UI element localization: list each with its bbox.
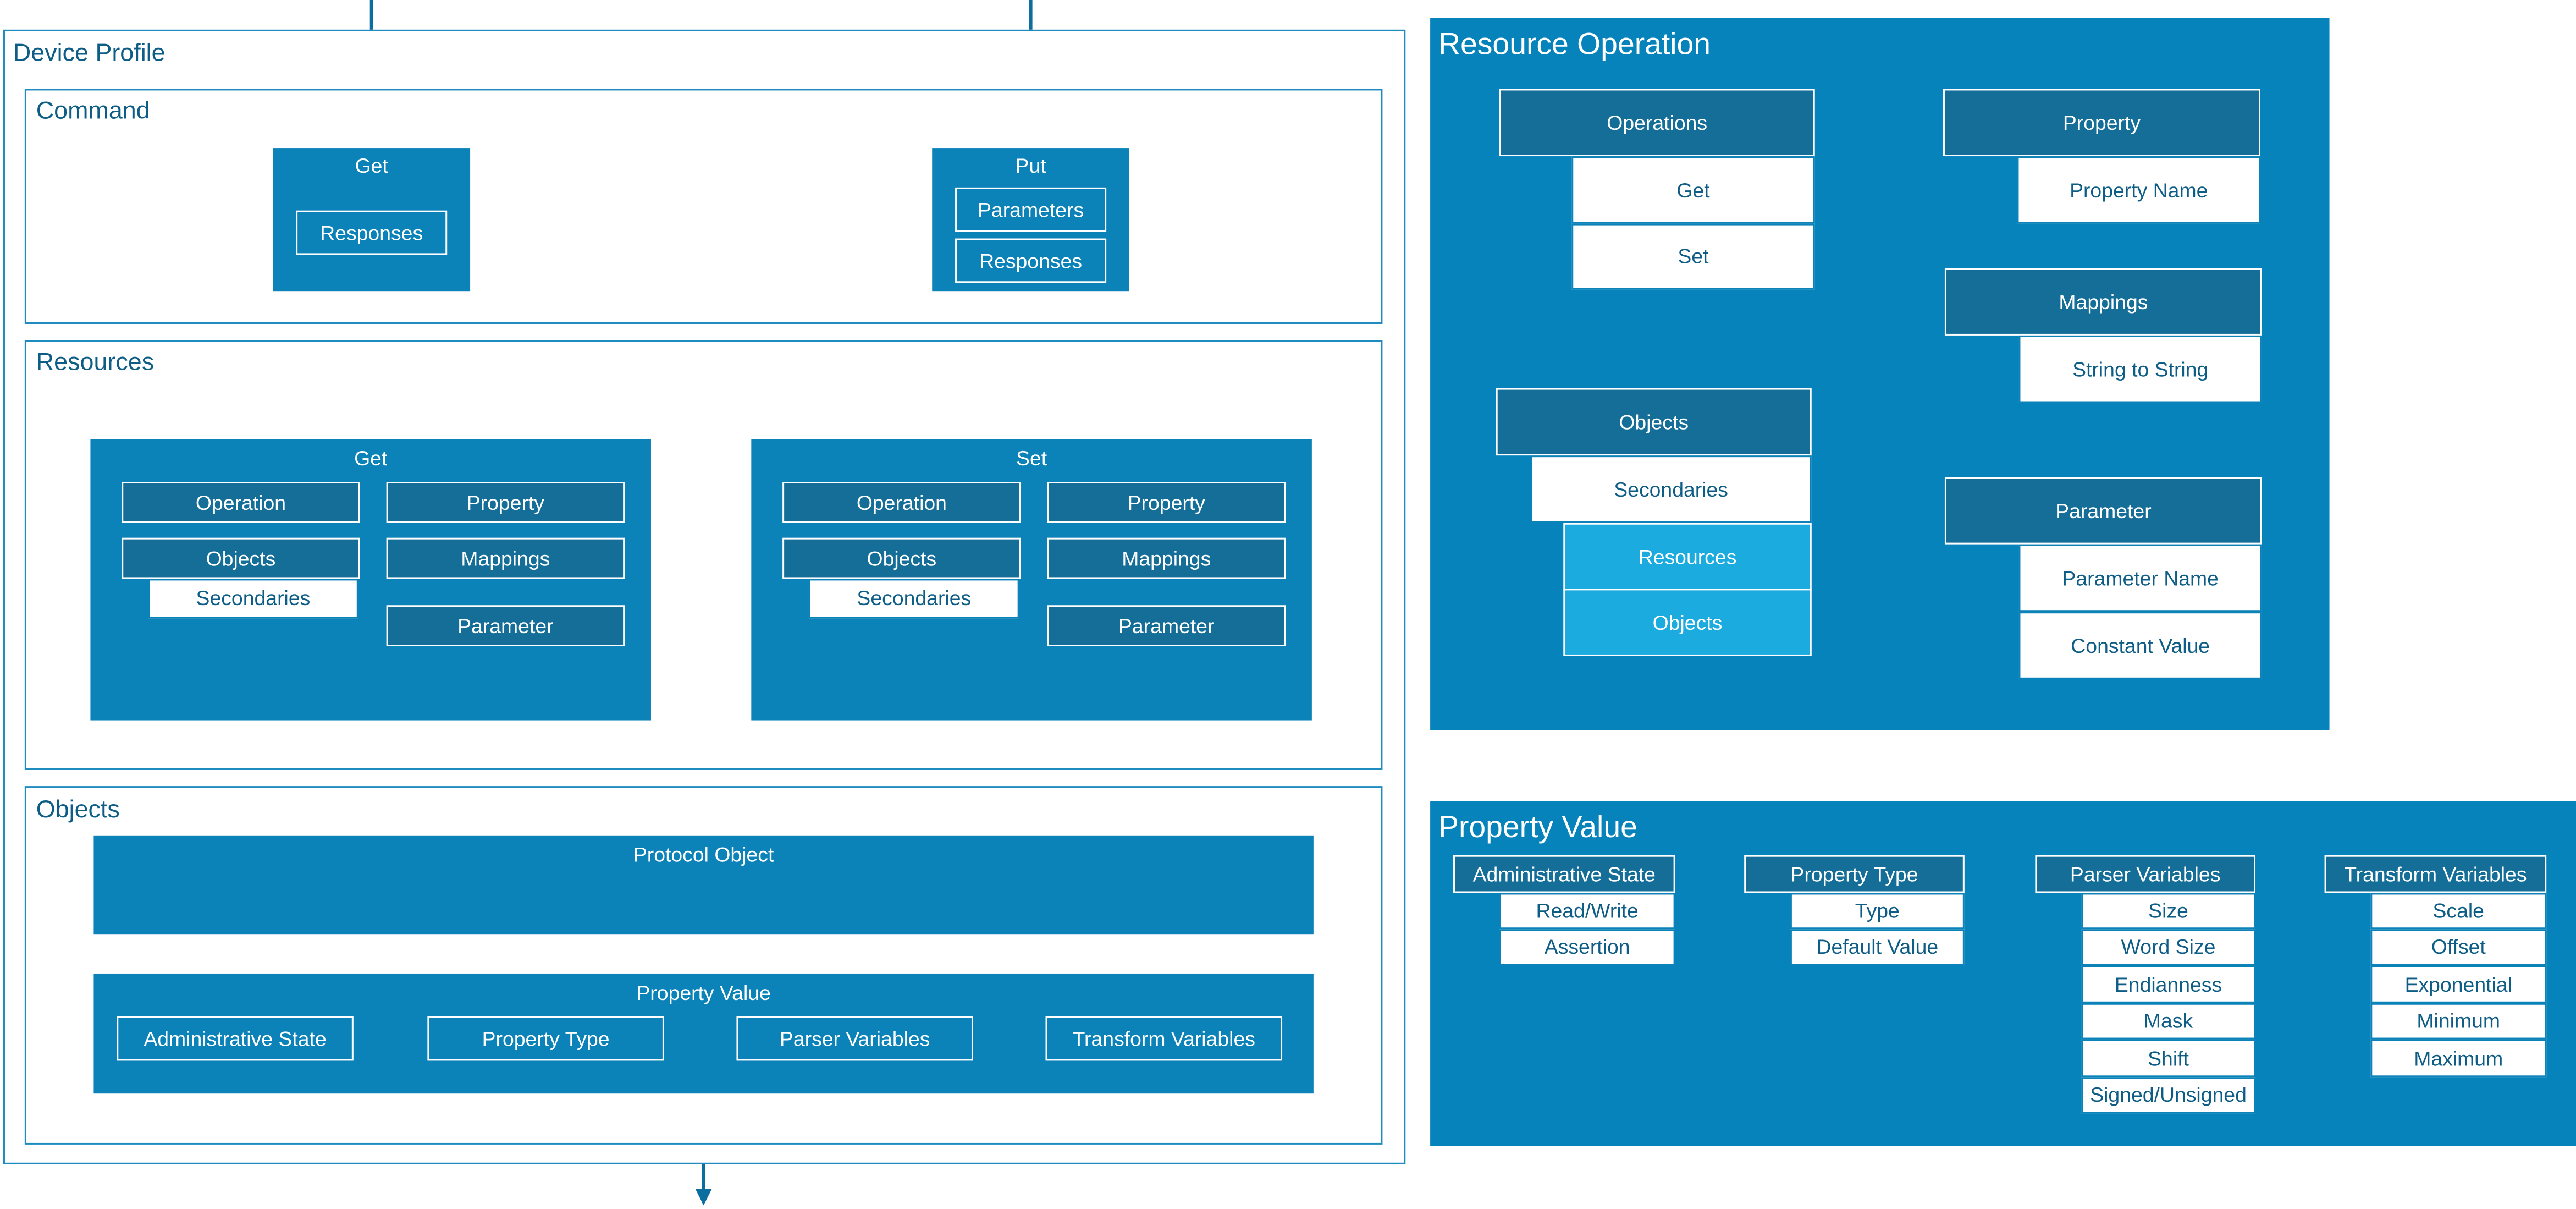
resource-operation-title: Resource Operation	[1438, 26, 1711, 61]
resources-set-objects[interactable]: Objects	[782, 537, 1021, 579]
ro-objects-objects[interactable]: Objects	[1563, 589, 1812, 656]
resources-set-title: Set	[1016, 447, 1047, 471]
rpv-word-size[interactable]: Word Size	[2081, 929, 2256, 966]
resources-set-secondaries[interactable]: Secondaries	[808, 579, 1019, 619]
resources-set-mappings[interactable]: Mappings	[1047, 537, 1286, 579]
rpv-default-value[interactable]: Default Value	[1790, 929, 1965, 966]
command-get-responses[interactable]: Responses	[296, 210, 448, 255]
command-put-parameters[interactable]: Parameters	[955, 187, 1107, 232]
command-title: Command	[36, 97, 150, 125]
command-put-responses[interactable]: Responses	[955, 238, 1107, 283]
property-value-block[interactable]: Property Value Administrative State Prop…	[93, 973, 1314, 1094]
ro-objects-header[interactable]: Objects	[1496, 388, 1812, 456]
ro-parameter-name[interactable]: Parameter Name	[2018, 544, 2262, 612]
resources-set-property[interactable]: Property	[1047, 482, 1286, 523]
resources-get-secondaries[interactable]: Secondaries	[148, 579, 358, 619]
pv-property-type[interactable]: Property Type	[427, 1016, 664, 1061]
rpv-assertion[interactable]: Assertion	[1499, 929, 1675, 966]
protocol-object-block[interactable]: Protocol Object	[93, 835, 1314, 935]
resources-get-mappings[interactable]: Mappings	[386, 537, 625, 579]
property-value-title: Property Value	[636, 981, 771, 1005]
rpv-read-write[interactable]: Read/Write	[1499, 893, 1675, 930]
device-profile-title: Device Profile	[13, 39, 166, 68]
rpv-scale[interactable]: Scale	[2370, 893, 2547, 930]
resources-set-operation[interactable]: Operation	[782, 482, 1021, 523]
rpv-offset[interactable]: Offset	[2370, 929, 2547, 966]
ro-constant-value[interactable]: Constant Value	[2018, 612, 2262, 679]
command-get-title: Get	[355, 155, 388, 178]
command-get-block[interactable]: Get Responses	[273, 148, 471, 292]
resources-get-title: Get	[354, 447, 388, 471]
rpv-maximum[interactable]: Maximum	[2370, 1039, 2547, 1078]
rpv-shift[interactable]: Shift	[2081, 1039, 2256, 1078]
resources-get-block[interactable]: Get Operation Objects Secondaries Proper…	[90, 439, 651, 721]
command-frame	[24, 89, 1383, 324]
resources-set-block[interactable]: Set Operation Objects Secondaries Proper…	[751, 439, 1312, 721]
resources-get-property[interactable]: Property	[386, 482, 625, 523]
rpv-mask[interactable]: Mask	[2081, 1003, 2256, 1040]
ro-mappings-string-to-string[interactable]: String to String	[2018, 335, 2262, 403]
ro-property-header[interactable]: Property	[1943, 89, 2260, 157]
resources-title: Resources	[36, 348, 155, 377]
ro-parameter-header[interactable]: Parameter	[1944, 477, 2262, 545]
rpv-signed-unsigned[interactable]: Signed/Unsigned	[2081, 1077, 2256, 1114]
resources-get-objects[interactable]: Objects	[122, 537, 360, 579]
rpv-size[interactable]: Size	[2081, 893, 2256, 930]
property-value-panel-title: Property Value	[1438, 809, 1637, 844]
rpv-transform-variables-header[interactable]: Transform Variables	[2324, 855, 2547, 893]
resources-get-parameter[interactable]: Parameter	[386, 605, 625, 646]
resources-get-operation[interactable]: Operation	[122, 482, 360, 523]
command-put-title: Put	[1015, 155, 1046, 178]
ro-operations-get[interactable]: Get	[1571, 156, 1815, 224]
command-put-block[interactable]: Put Parameters Responses	[932, 148, 1129, 292]
pv-parser-variables[interactable]: Parser Variables	[736, 1016, 973, 1061]
rpv-administrative-state-header[interactable]: Administrative State	[1453, 855, 1675, 893]
ro-property-name[interactable]: Property Name	[2017, 156, 2260, 224]
pv-administrative-state[interactable]: Administrative State	[117, 1016, 354, 1061]
rpv-type[interactable]: Type	[1790, 893, 1965, 930]
objects-title: Objects	[36, 796, 120, 824]
rpv-property-type-header[interactable]: Property Type	[1744, 855, 1965, 893]
ro-operations-header[interactable]: Operations	[1499, 89, 1815, 157]
rpv-endianness[interactable]: Endianness	[2081, 965, 2256, 1003]
rpv-exponential[interactable]: Exponential	[2370, 965, 2547, 1003]
resources-set-parameter[interactable]: Parameter	[1047, 605, 1286, 646]
ro-objects-resources[interactable]: Resources	[1563, 523, 1812, 591]
ro-mappings-header[interactable]: Mappings	[1944, 268, 2262, 336]
rpv-minimum[interactable]: Minimum	[2370, 1003, 2547, 1040]
protocol-object-title: Protocol Object	[633, 843, 774, 867]
pv-transform-variables[interactable]: Transform Variables	[1045, 1016, 1283, 1061]
ro-objects-secondaries[interactable]: Secondaries	[1530, 455, 1812, 523]
rpv-parser-variables-header[interactable]: Parser Variables	[2035, 855, 2256, 893]
ro-operations-set[interactable]: Set	[1571, 223, 1815, 290]
